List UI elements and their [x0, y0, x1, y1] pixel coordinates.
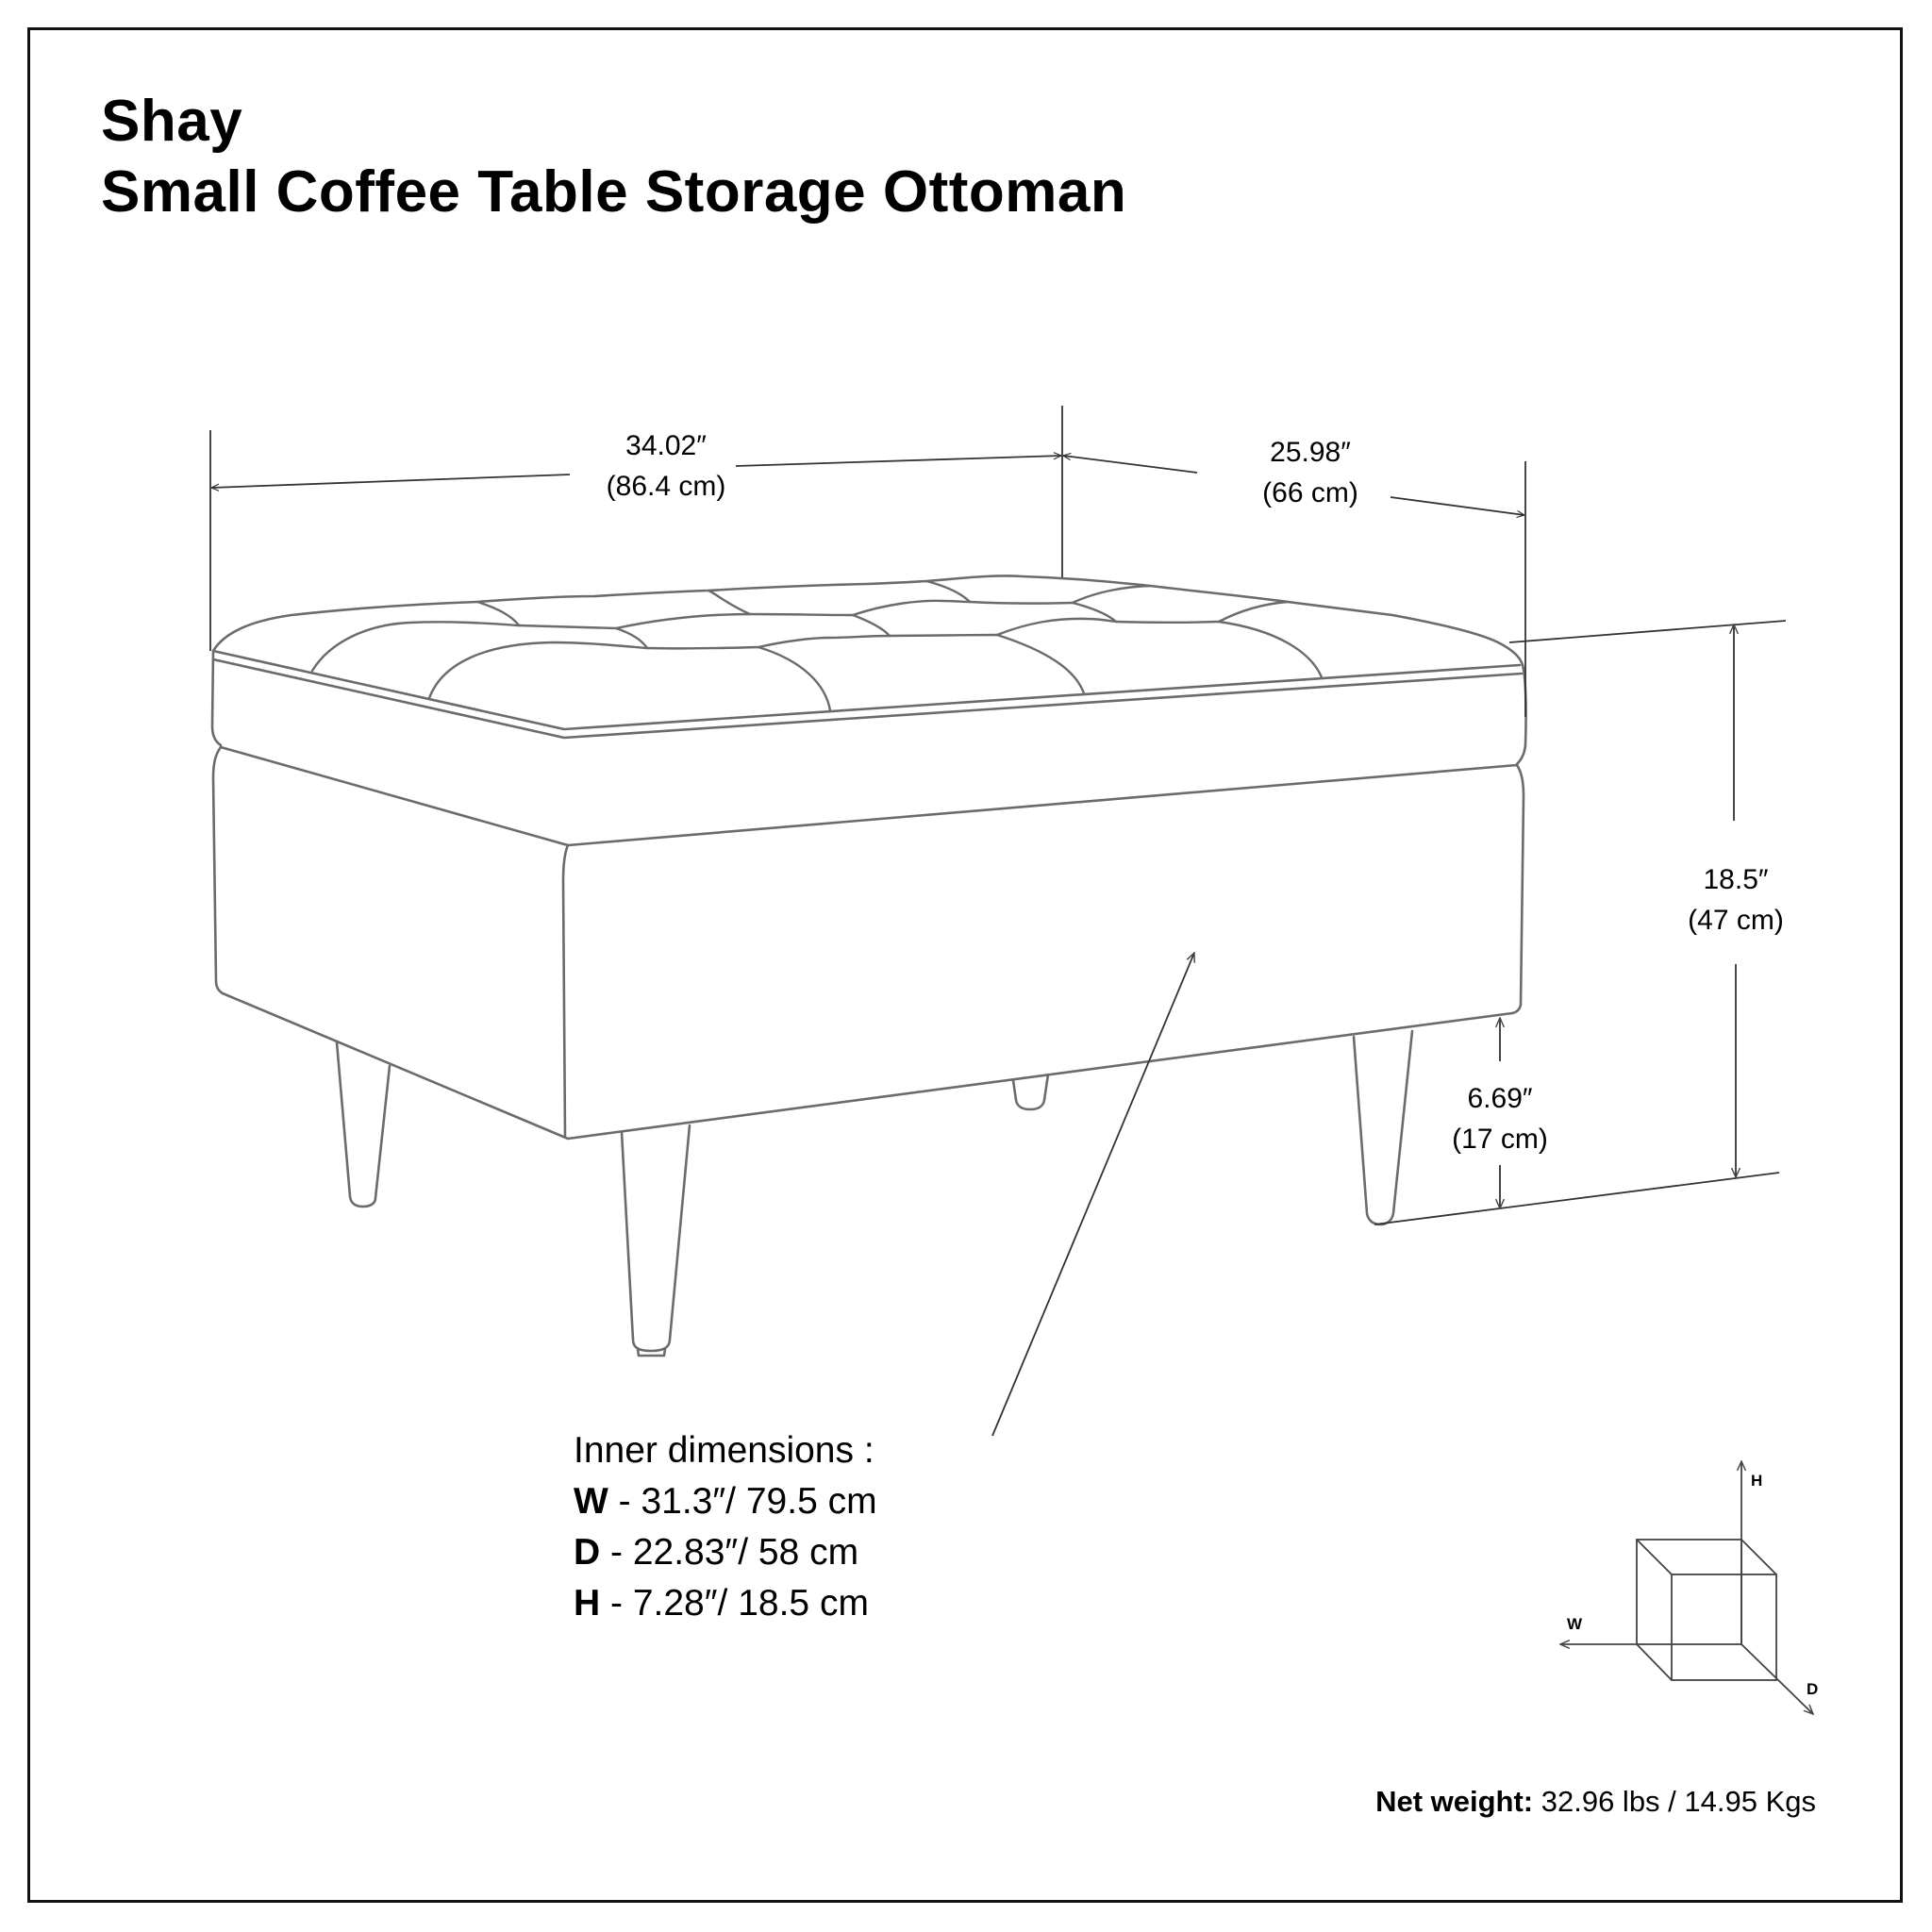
- leg-height-dimension-label: 6.69″ (17 cm): [1452, 1078, 1548, 1159]
- axis-label-h: H: [1751, 1472, 1763, 1490]
- tufting: [310, 579, 1324, 712]
- inner-dimension-key: W: [574, 1481, 608, 1522]
- width-inches: 34.02″: [625, 430, 707, 461]
- body-right-edge: [1510, 763, 1525, 1015]
- depth-dimension-label: 25.98″ (66 cm): [1262, 432, 1358, 513]
- inner-dimension-key: H: [574, 1583, 601, 1624]
- inner-dimension-value: - 22.83″/ 58 cm: [600, 1532, 859, 1573]
- axis-cube-icon: [1560, 1461, 1813, 1714]
- depth-inches: 25.98″: [1270, 437, 1351, 468]
- leg-back-middle: [1011, 1073, 1050, 1111]
- depth-line-right: [1390, 496, 1524, 515]
- width-line-right: [735, 456, 1061, 467]
- height-cm: (47 cm): [1688, 905, 1784, 936]
- height-ref-bottom: [1374, 1172, 1780, 1225]
- leg-front: [620, 1124, 691, 1353]
- leg-height-inches: 6.69″: [1467, 1083, 1533, 1114]
- height-dimension-label: 18.5″ (47 cm): [1688, 859, 1784, 941]
- body-bottom-edge: [221, 991, 1514, 1141]
- inner-dimensions-block: Inner dimensions : W - 31.3″/ 79.5 cm D …: [574, 1425, 877, 1629]
- width-cm: (86.4 cm): [606, 471, 726, 502]
- width-line-left: [211, 474, 571, 488]
- height-inches: 18.5″: [1703, 864, 1769, 895]
- lid-seam-lower: [211, 658, 1524, 740]
- inner-dimension-row-width: W - 31.3″/ 79.5 cm: [574, 1476, 877, 1527]
- body-top-edge: [219, 745, 1519, 847]
- inner-dimension-value: - 7.28″/ 18.5 cm: [600, 1583, 869, 1624]
- inner-dimensions-heading: Inner dimensions :: [574, 1430, 874, 1471]
- product-title: Small Coffee Table Storage Ottoman: [101, 159, 1127, 225]
- body-left-edge: [211, 745, 225, 995]
- axis-label-w: W: [1567, 1615, 1583, 1633]
- depth-line-left: [1063, 456, 1198, 474]
- page-border: [27, 27, 1903, 1903]
- body-front-corner: [561, 843, 570, 1139]
- net-weight: Net weight: 32.96 lbs / 14.95 Kgs: [1375, 1787, 1816, 1816]
- cube-front-face: [1671, 1574, 1777, 1681]
- leg-front-foot: [636, 1347, 667, 1357]
- net-weight-label: Net weight:: [1375, 1785, 1534, 1818]
- inner-dimension-key: D: [574, 1532, 601, 1573]
- width-dimension-label: 34.02″ (86.4 cm): [607, 425, 726, 507]
- inner-dimension-pointer: [991, 953, 1194, 1437]
- lid-seam-upper: [211, 649, 1522, 731]
- height-ref-top: [1508, 620, 1787, 643]
- dimension-lines: [209, 406, 1787, 1437]
- ottoman-outline: [210, 575, 1527, 1357]
- inner-dimension-row-depth: D - 22.83″/ 58 cm: [574, 1527, 877, 1578]
- lid-top-outline: [211, 575, 1524, 667]
- lid-left-edge: [210, 649, 223, 747]
- axis-label-d: D: [1807, 1680, 1819, 1698]
- net-weight-value: 32.96 lbs / 14.95 Kgs: [1533, 1785, 1816, 1818]
- leg-height-cm: (17 cm): [1452, 1124, 1548, 1155]
- inner-dimension-value: - 31.3″/ 79.5 cm: [608, 1481, 877, 1522]
- leg-back-left: [335, 1041, 391, 1208]
- depth-cm: (66 cm): [1262, 477, 1358, 508]
- leg-front-right: [1352, 1029, 1414, 1226]
- inner-dimension-row-height: H - 7.28″/ 18.5 cm: [574, 1578, 877, 1629]
- brand-title: Shay: [101, 89, 243, 154]
- d-axis-arrow: [1740, 1643, 1813, 1714]
